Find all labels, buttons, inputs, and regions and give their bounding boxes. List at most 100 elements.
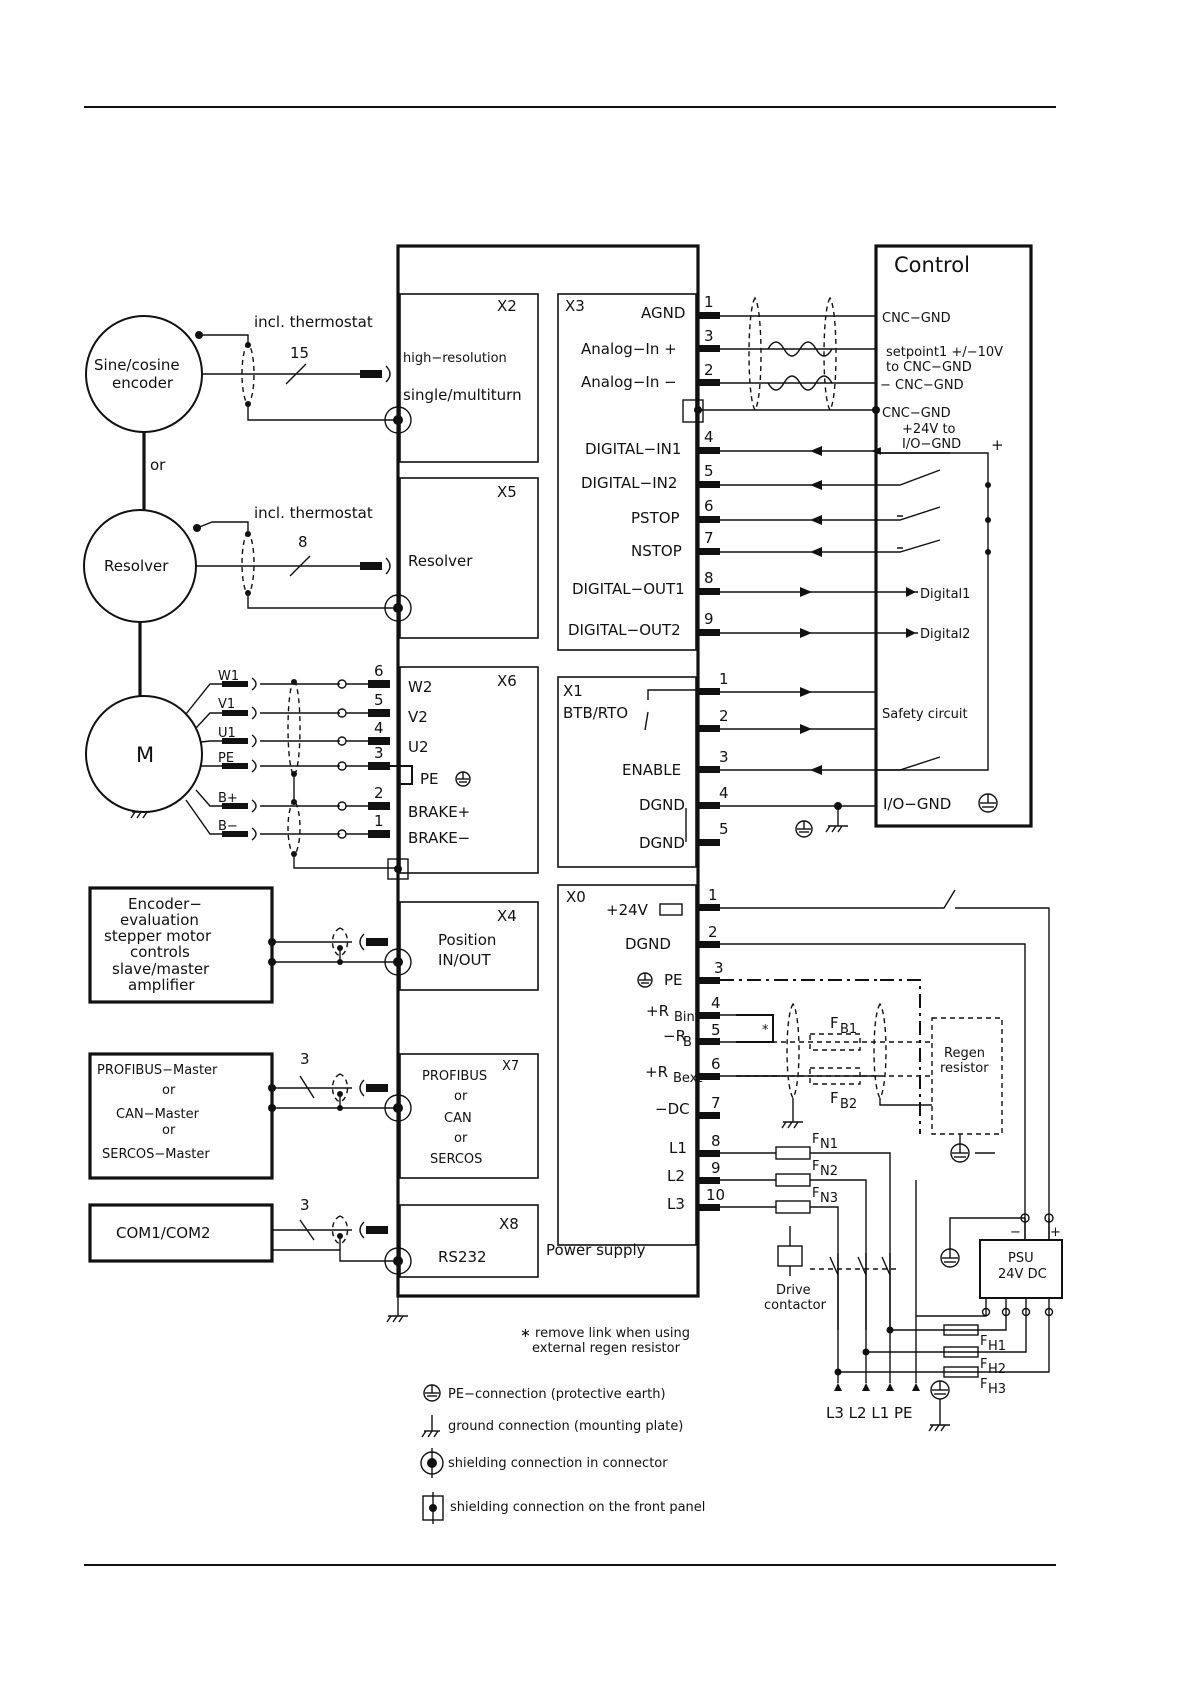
x3-label-nstop: NSTOP: [631, 542, 682, 560]
x6-pin-6: 6: [374, 662, 384, 680]
encoder-or: or: [150, 456, 166, 474]
x0-label-rbint-sub: Bint: [674, 1010, 700, 1025]
x6-pin-5: 5: [374, 691, 384, 709]
x4-line2: IN/OUT: [438, 951, 491, 969]
encoder-cable: [195, 331, 398, 421]
encoder-eval-line3: stepper motor: [104, 927, 212, 945]
x8-box: [399, 1204, 539, 1278]
control-title: Control: [894, 253, 970, 277]
fh2-label: F: [980, 1357, 987, 1372]
control-rail-node-2: [985, 517, 991, 523]
x0-pin-4: 4: [711, 994, 721, 1012]
x6-label-brake-plus: BRAKE+: [408, 803, 470, 821]
control-cnc-gnd-3: CNC−GND: [882, 406, 951, 421]
x1-pin-5: 5: [719, 820, 729, 838]
fh2-sub: H2: [988, 1362, 1006, 1377]
control-cnc-gnd-2: − CNC−GND: [880, 378, 964, 393]
legend-ground-text: ground connection (mounting plate): [448, 1419, 683, 1434]
x6-pin-2: 2: [374, 784, 384, 802]
fn1-label: F: [812, 1132, 819, 1147]
drive-contactor-label-2: contactor: [764, 1298, 827, 1313]
control-setpoint-2: to CNC−GND: [886, 360, 972, 375]
x3-pin-6: 6: [704, 497, 714, 515]
x7-box: [399, 1053, 539, 1179]
mains-terminals: [834, 1326, 950, 1432]
regen-label-1: Regen: [944, 1046, 985, 1061]
psu-plus: +: [1050, 1225, 1061, 1240]
x0-label-l2: L2: [667, 1167, 685, 1185]
x0-pin-8: 8: [711, 1132, 721, 1150]
x0-footer: Power supply: [546, 1241, 646, 1259]
control-digital2: Digital2: [920, 627, 970, 642]
encoder-eval-line1: Encoder−: [128, 895, 202, 913]
x0-pin-5: 5: [711, 1021, 721, 1039]
x8-label: RS232: [438, 1248, 487, 1266]
x6-label-w2: W2: [408, 678, 432, 696]
x6-label-v2: V2: [408, 708, 428, 726]
control-digital1: Digital1: [920, 587, 970, 602]
x5-id: X5: [497, 483, 517, 501]
x7-line4: or: [454, 1131, 468, 1146]
x2-box: [399, 293, 539, 463]
x7-cable: [268, 1073, 398, 1112]
control-io-gnd: I/O−GND: [883, 795, 951, 813]
x1-btb-contact: [644, 689, 696, 842]
regen-ground-icon: [781, 1115, 803, 1129]
x3-label-analog-minus: Analog−In −: [581, 373, 677, 391]
x1-pin-2: 2: [719, 707, 729, 725]
motor-pe: PE: [218, 751, 234, 766]
x6-label-pe: PE: [420, 770, 439, 788]
bus-master-line5: SERCOS−Master: [102, 1147, 210, 1162]
x7-line5: SERCOS: [430, 1152, 482, 1167]
x6-id: X6: [497, 672, 517, 690]
x3-pin-7: 7: [704, 529, 714, 547]
bus-master-line3: CAN−Master: [116, 1107, 200, 1122]
control-supply-1: +24V to: [902, 422, 956, 437]
legend-shield-panel-text: shielding connection on the front panel: [450, 1500, 705, 1515]
control-24v-rail: [876, 452, 989, 771]
x4-id: X4: [497, 907, 517, 925]
x7-line2: or: [454, 1089, 468, 1104]
resolver-thermostat: incl. thermostat: [254, 504, 373, 522]
fh3-sub: H3: [988, 1382, 1006, 1397]
x3-box: [557, 293, 697, 651]
note-star-1: ∗ remove link when using: [520, 1326, 690, 1341]
x7-id: X7: [502, 1059, 519, 1074]
resolver-cable: [193, 521, 398, 609]
fn2-label: F: [812, 1159, 819, 1174]
fn3-sub: N3: [820, 1191, 838, 1206]
resolver-wires: 8: [298, 533, 308, 551]
x3-label-din1: DIGITAL−IN1: [585, 440, 681, 458]
bus-master-wires: 3: [300, 1050, 310, 1068]
control-plus: +: [991, 436, 1004, 454]
motor-u1: U1: [218, 726, 236, 741]
x0-24v-fuse: [659, 903, 683, 916]
fh1-sub: H1: [988, 1339, 1006, 1354]
x1-pe-earth-icon: [795, 820, 813, 838]
x1-box: [557, 676, 697, 868]
encoder-name-1: Sine/cosine: [94, 356, 180, 374]
psu-pe-earth-icon: [940, 1248, 960, 1268]
motor-bminus: B−: [218, 819, 238, 834]
x6-box: [399, 666, 539, 874]
x0-label-pe: PE: [664, 971, 683, 989]
regen-pe-earth-icon: [950, 1134, 995, 1163]
x1-pin-leads: [698, 687, 876, 846]
motor-cable: [185, 677, 413, 880]
x0-pin-leads: [698, 889, 1050, 1330]
x3-pin-2: 2: [704, 361, 714, 379]
encoder-eval-line6: amplifier: [128, 976, 195, 994]
x1-label-btb: BTB/RTO: [563, 704, 628, 722]
control-rail-node-3: [985, 549, 991, 555]
bus-master-line1: PROFIBUS−Master: [97, 1063, 218, 1078]
x0-label-dc: −DC: [655, 1100, 690, 1118]
fh3-label: F: [980, 1377, 987, 1392]
analog-shield: [682, 296, 880, 423]
x2-id: X2: [497, 297, 517, 315]
x6-pin-3: 3: [374, 744, 384, 762]
x1-ground-icon: [825, 825, 848, 833]
x3-pin-9: 9: [704, 610, 714, 628]
x0-label-24v: +24V: [606, 901, 649, 919]
x0-pin-2: 2: [708, 923, 718, 941]
